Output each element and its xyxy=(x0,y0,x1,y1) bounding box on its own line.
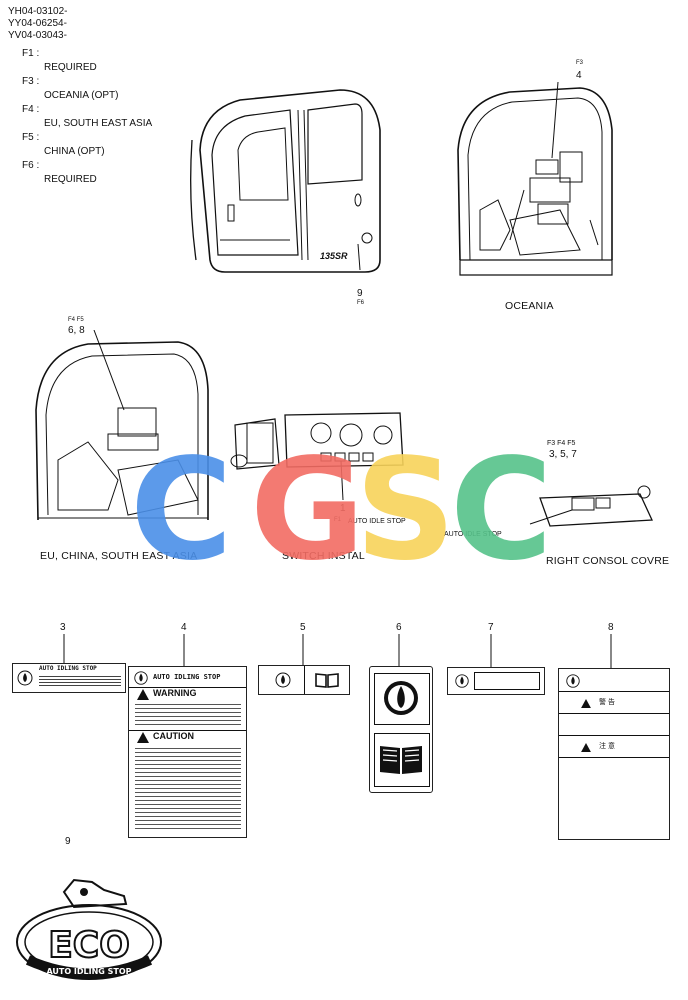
cab-interior-eu-drawing xyxy=(35,330,209,521)
callout-number: 9 xyxy=(357,288,363,299)
part-8-decal: 警 告 注 意 xyxy=(558,668,670,840)
decal-fine-print xyxy=(135,745,241,831)
label-text: AUTO IDLE STOP xyxy=(348,518,406,525)
warning-triangle-icon xyxy=(137,732,149,743)
part-7-decal xyxy=(447,667,545,695)
callout-footnote: F3 F4 F5 xyxy=(547,440,576,447)
model-list: YH04-03102- YY04-06254- YV04-03043- xyxy=(8,6,67,42)
callout-footnote: F1 xyxy=(334,517,342,523)
model-code: YY04-06254- xyxy=(8,18,67,29)
eco-subtitle: AUTO IDLING STOP xyxy=(46,967,131,976)
switch-panel-drawing xyxy=(230,412,404,501)
right-console-drawing xyxy=(529,485,653,527)
part-number: 3 xyxy=(60,622,66,633)
model-code: YV04-03043- xyxy=(8,30,67,41)
caution-heading-jp: 注 意 xyxy=(599,743,615,750)
footnote-value: CHINA (OPT) xyxy=(44,146,105,157)
callout-number: 4 xyxy=(576,70,582,81)
part-number: 4 xyxy=(181,622,187,633)
part-6-decal xyxy=(369,666,433,793)
engine-icon xyxy=(455,674,469,688)
view-caption: SWITCH INSTAL xyxy=(282,550,365,562)
eco-sticker: ECO AUTO IDLING STOP xyxy=(16,878,162,980)
cab-exterior-drawing xyxy=(190,89,381,273)
model-code: YH04-03102- xyxy=(8,6,68,17)
warning-triangle-icon xyxy=(581,743,591,752)
footnote-value: EU, SOUTH EAST ASIA xyxy=(44,118,153,129)
part-4-decal: AUTO IDLING STOP WARNING CAUTION xyxy=(128,666,247,838)
footnote-value: REQUIRED xyxy=(44,62,97,73)
part-number: 6 xyxy=(396,622,402,633)
part-number: 5 xyxy=(300,622,306,633)
decal-title: AUTO IDLING STOP xyxy=(153,673,221,681)
decal-fine-print xyxy=(39,674,121,688)
callout-footnote: F3 xyxy=(576,60,584,66)
engine-icon xyxy=(134,671,148,685)
engine-icon xyxy=(384,681,418,715)
view-caption: RIGHT CONSOL COVRE xyxy=(546,555,670,567)
footnote-key: F1 : xyxy=(22,48,40,59)
footnote-value: REQUIRED xyxy=(44,174,97,185)
callout-number: 6, 8 xyxy=(68,325,85,336)
warning-heading: WARNING xyxy=(153,688,197,698)
footnote-key: F6 : xyxy=(22,160,40,171)
callout-number: 1 xyxy=(340,503,346,514)
part-3-decal: AUTO IDLING STOP xyxy=(12,663,126,693)
cab-interior-oceania-drawing xyxy=(457,81,613,276)
eco-text: ECO xyxy=(48,925,130,966)
warning-heading-jp: 警 告 xyxy=(599,699,615,706)
decal-fine-print xyxy=(135,701,241,727)
caution-heading: CAUTION xyxy=(153,731,194,741)
view-caption: EU, CHINA, SOUTH EAST ASIA xyxy=(40,550,198,562)
decal-title: AUTO IDLING STOP xyxy=(39,665,97,672)
engine-icon xyxy=(17,670,33,686)
footnote-key: F5 : xyxy=(22,132,40,143)
footnote-key: F3 : xyxy=(22,76,40,87)
callout-footnote: F4 F5 xyxy=(68,317,84,323)
footnote-value: OCEANIA (OPT) xyxy=(44,90,119,101)
model-badge: 135SR xyxy=(320,251,348,261)
manual-book-icon xyxy=(315,673,339,688)
part-5-decal xyxy=(258,665,350,695)
warning-triangle-icon xyxy=(137,689,149,700)
part-number: 8 xyxy=(608,622,614,633)
label-text: AUTO IDLE STOP xyxy=(444,531,502,538)
engine-icon xyxy=(566,674,580,688)
footnote-list: F1 : REQUIRED F3 : OCEANIA (OPT) F4 : EU… xyxy=(22,48,202,186)
part-number: 9 xyxy=(65,836,71,847)
callout-footnote: F6 xyxy=(357,300,365,306)
view-caption: OCEANIA xyxy=(505,300,554,312)
footnote-key: F4 : xyxy=(22,104,40,115)
manual-book-icon xyxy=(380,746,422,774)
part-number: 7 xyxy=(488,622,494,633)
engine-icon xyxy=(275,672,291,688)
callout-number: 3, 5, 7 xyxy=(549,449,577,460)
leader-lines xyxy=(63,634,612,668)
warning-triangle-icon xyxy=(581,699,591,708)
